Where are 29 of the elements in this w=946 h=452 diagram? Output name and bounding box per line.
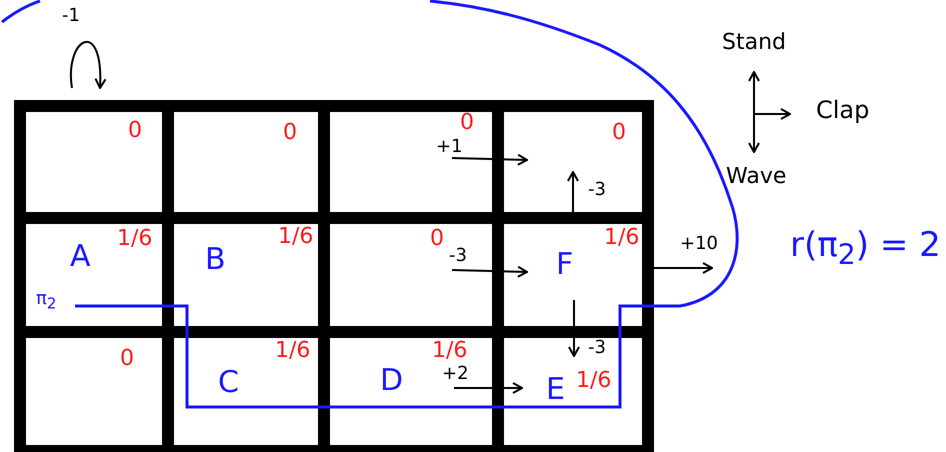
arrow <box>70 41 106 89</box>
reward-value: 0 <box>612 122 626 144</box>
arrow <box>568 300 580 357</box>
reward-value: 0 <box>120 348 134 370</box>
arrow <box>452 266 528 278</box>
state-letter: A <box>70 242 91 272</box>
arrow <box>452 154 528 166</box>
state-letter: F <box>556 250 574 280</box>
arrow <box>654 262 713 274</box>
direction-label: Wave <box>726 166 786 188</box>
reward-value: 0 <box>430 228 444 250</box>
direction-label: Stand <box>722 32 786 54</box>
reward-value: 0 <box>283 122 297 144</box>
return-formula: r(π$_{2}$) = 2 <box>790 228 941 270</box>
reward-value: 0 <box>460 112 474 134</box>
state-letter: D <box>380 366 404 396</box>
state-letter: B <box>205 245 226 275</box>
reward-value: 1/6 <box>117 228 152 250</box>
policy-label: π$_{2}$ <box>36 290 56 312</box>
reward-value: 0 <box>128 120 142 142</box>
state-letter: E <box>546 375 565 405</box>
arrow <box>454 382 523 394</box>
state-letter: C <box>218 368 239 398</box>
reward-value: 1/6 <box>604 227 640 249</box>
reward-value: 1/6 <box>275 340 310 362</box>
reward-value: 1/6 <box>278 226 314 248</box>
reward-value: 1/6 <box>576 370 612 392</box>
direction-label: Clap <box>816 98 870 122</box>
reward-value: 1/6 <box>432 340 468 362</box>
